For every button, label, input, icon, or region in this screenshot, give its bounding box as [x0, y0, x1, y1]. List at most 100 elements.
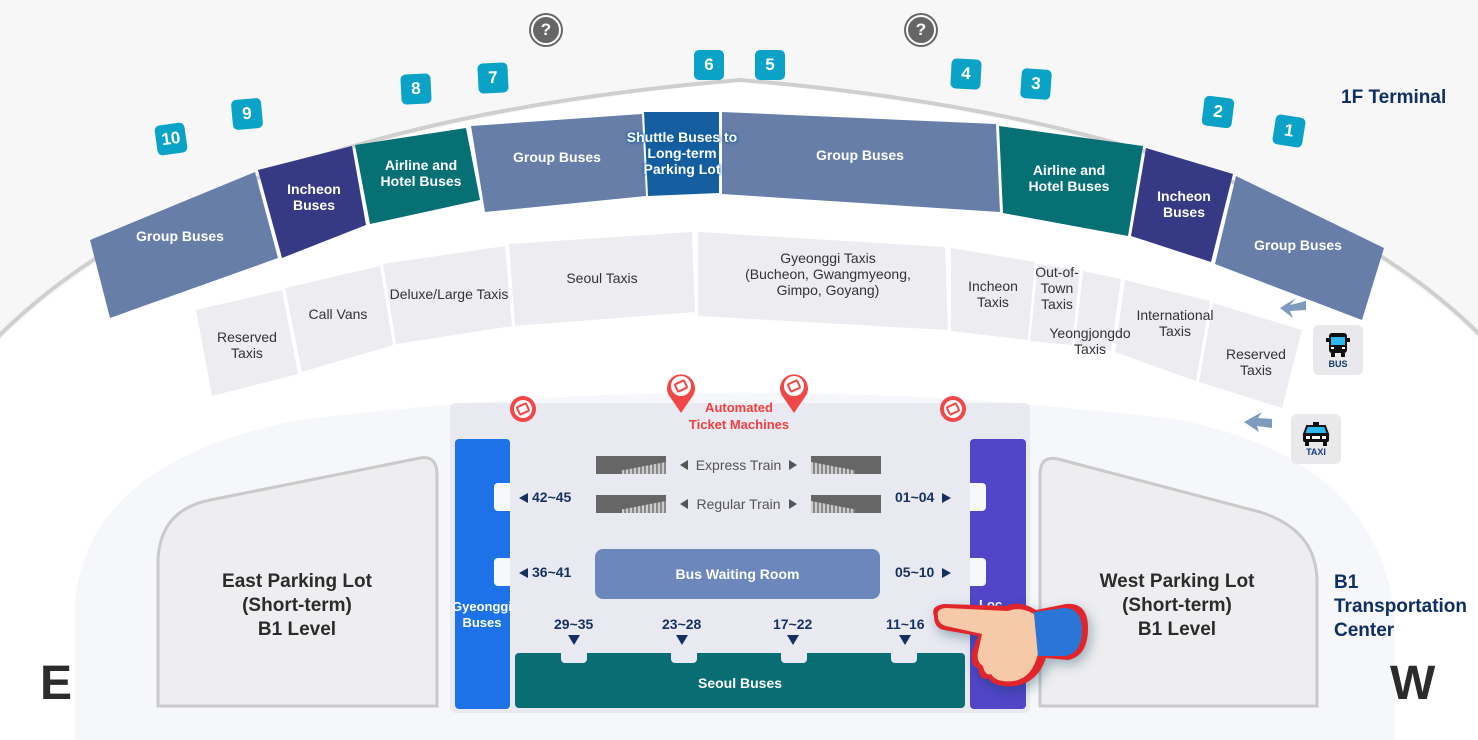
gate-1-badge[interactable]: 1	[1271, 113, 1307, 149]
gate-range-11-16[interactable]: 11~16	[886, 616, 925, 645]
taxi-zone-label: Deluxe/Large Taxis	[390, 286, 509, 302]
bus-zone[interactable]	[90, 172, 278, 318]
right-arrow-icon	[942, 493, 952, 504]
down-arrow-icon	[675, 635, 688, 645]
bus-zone[interactable]	[722, 112, 1000, 212]
gate-range-text: 01~04	[895, 489, 935, 505]
gate-6-badge[interactable]: 6	[694, 50, 724, 80]
ticket-machine-icon[interactable]	[938, 394, 968, 424]
ticket-machine-pin-icon[interactable]	[664, 370, 698, 414]
east-parking-lot[interactable]	[156, 456, 439, 708]
express-train-label: Express Train	[695, 457, 782, 473]
bus-zone-label-line: Group Buses	[1254, 237, 1342, 253]
taxi-zone-label-line: Taxis	[1159, 323, 1191, 339]
taxi-zone[interactable]	[1199, 303, 1302, 408]
gyeonggi-buses-label: Gyeonggi Buses	[452, 599, 512, 631]
taxi-zone-label-line: Yeongjongdo	[1049, 325, 1131, 341]
gate-4-badge[interactable]: 4	[950, 58, 982, 90]
b1-title-line: Transportation	[1334, 596, 1468, 617]
bus-zone[interactable]	[1215, 176, 1384, 320]
gate-range-17-22[interactable]: 17~22	[773, 616, 812, 645]
gate-3-badge[interactable]: 3	[1019, 67, 1053, 101]
regular-train-label: Regular Train	[696, 496, 781, 512]
taxi-zone-label-line: (Bucheon, Gwangmyeong,	[745, 266, 911, 282]
taxi-zone-label: Gyeonggi Taxis(Bucheon, Gwangmyeong,Gimp…	[745, 250, 911, 298]
help-marker-left[interactable]: ?	[531, 15, 561, 45]
taxi-zone[interactable]	[698, 232, 948, 330]
ticket-machine-icon[interactable]	[508, 394, 538, 424]
bus-zone[interactable]	[1131, 148, 1233, 262]
help-marker-right[interactable]: ?	[906, 15, 936, 45]
taxi-zone[interactable]	[1075, 271, 1121, 351]
gate-range-29-35[interactable]: 29~35	[554, 616, 593, 645]
ticket-machine-pin-icon[interactable]	[777, 370, 811, 414]
bus-zone[interactable]	[644, 112, 719, 196]
gate-7-badge[interactable]: 7	[477, 62, 509, 94]
parking-label-line: (Short-term)	[242, 595, 352, 616]
seoul-bus-gate-notch	[561, 653, 587, 663]
left-arrow-icon	[519, 493, 528, 504]
escalator-icon	[811, 456, 881, 474]
parking-label-line: West Parking Lot	[1099, 571, 1255, 592]
gate-range-42-45[interactable]: 42~45	[519, 489, 571, 505]
bus-zone-label-line: Group Buses	[816, 147, 904, 163]
gate-range-05-10[interactable]: 05~10	[895, 564, 952, 580]
seoul-buses-area[interactable]: Seoul Buses	[515, 653, 965, 708]
gate-range-23-28[interactable]: 23~28	[662, 616, 701, 645]
taxi-zone[interactable]	[285, 266, 393, 372]
atm-label-line: Automated	[705, 400, 773, 415]
gate-range-36-41[interactable]: 36~41	[519, 564, 571, 580]
taxi-zone-label-line: Town	[1040, 280, 1074, 296]
right-arrow-icon	[788, 499, 797, 509]
escalator-icon	[596, 495, 666, 513]
bus-legend: BUS	[1313, 325, 1363, 375]
bus-zone-label: Group Buses	[816, 147, 904, 163]
taxi-zone-label-line: Taxis	[1240, 362, 1272, 378]
taxi-zone[interactable]	[509, 232, 695, 326]
taxi-zone-label-line: Taxis	[977, 294, 1009, 310]
bus-zone[interactable]	[471, 114, 646, 212]
gate-range-text: 36~41	[532, 564, 572, 580]
express-train-row[interactable]: Express Train	[596, 455, 881, 475]
taxi-zone-label: Call Vans	[309, 306, 368, 322]
compass-west: W	[1390, 657, 1436, 710]
bus-legend-label: BUS	[1328, 358, 1348, 369]
taxi-legend: TAXI	[1291, 414, 1341, 464]
bus-zone[interactable]	[355, 128, 480, 224]
taxi-zone[interactable]	[951, 248, 1035, 340]
bus-zone-label: Group Buses	[1254, 237, 1342, 253]
west-parking-lot[interactable]	[1038, 456, 1319, 708]
bus-zone[interactable]	[258, 146, 366, 258]
bus-zone-label-line: Airline and	[1032, 162, 1106, 178]
taxi-zone-label-line: Incheon	[968, 278, 1018, 294]
taxi-zone[interactable]	[1115, 280, 1210, 381]
taxi-zone[interactable]	[383, 246, 512, 344]
gate-10-badge[interactable]: 10	[154, 122, 188, 156]
gate-range-01-04[interactable]: 01~04	[895, 489, 952, 505]
gate-5-badge[interactable]: 5	[755, 50, 785, 80]
parking-label-line: B1 Level	[257, 619, 337, 640]
gate-9-badge[interactable]: 9	[230, 97, 264, 131]
taxi-zone[interactable]	[196, 290, 298, 396]
taxi-zone-label-line: Gyeonggi Taxis	[780, 250, 876, 266]
bus-zone-label-line: Buses	[1162, 204, 1206, 220]
bus-zone-label-line: Hotel Buses	[380, 173, 462, 189]
bus-zone[interactable]	[999, 126, 1143, 236]
taxi-zone[interactable]	[1030, 264, 1080, 345]
taxi-zone-label-line: Deluxe/Large Taxis	[389, 286, 509, 302]
bus-waiting-room[interactable]: Bus Waiting Room	[595, 549, 880, 599]
left-arrow-icon	[519, 568, 528, 579]
gate-2-badge[interactable]: 2	[1201, 95, 1235, 129]
taxi-zone-label-line: Taxis	[231, 345, 263, 361]
gate-8-badge[interactable]: 8	[400, 73, 432, 105]
down-arrow-icon	[786, 635, 799, 645]
gyeonggi-label-line: Gyeonggi	[452, 599, 512, 614]
gate-range-text: 42~45	[532, 489, 572, 505]
parking-label-line: (Short-term)	[1122, 595, 1232, 616]
regular-train-row[interactable]: Regular Train	[596, 494, 881, 514]
question-mark-icon: ?	[915, 20, 927, 39]
